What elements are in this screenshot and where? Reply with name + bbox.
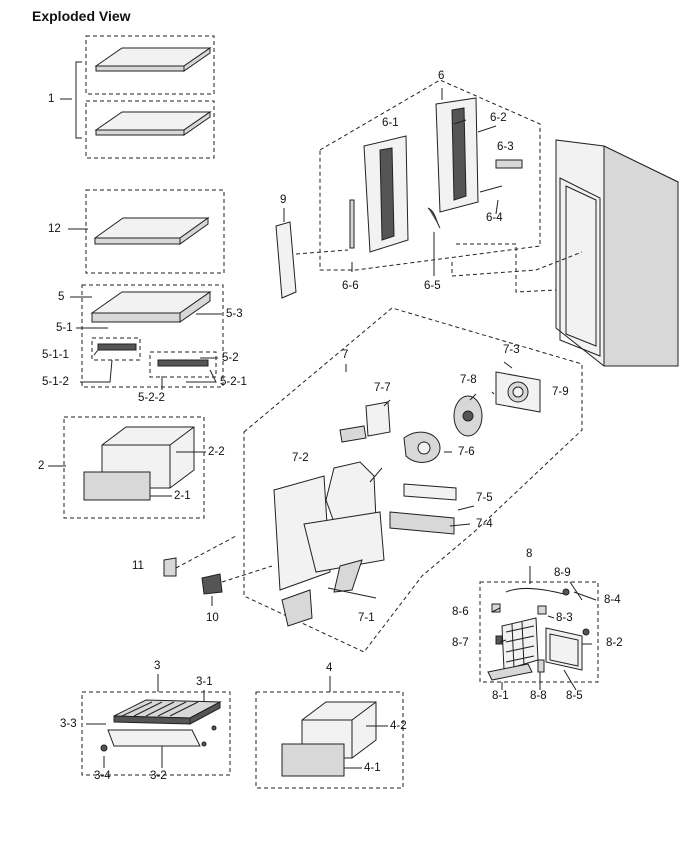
seal-6-6 xyxy=(349,199,355,249)
part-9 xyxy=(275,208,297,299)
label-3: 3 xyxy=(154,660,161,672)
label-5-1-2: 5-1-2 xyxy=(42,376,69,388)
part-group-7 xyxy=(163,307,583,653)
rail-5-2 xyxy=(157,359,209,367)
part-group-3 xyxy=(81,674,231,776)
label-2-2: 2-2 xyxy=(208,446,225,458)
label-10: 10 xyxy=(206,612,219,624)
label-3-4: 3-4 xyxy=(94,770,111,782)
label-5-3: 5-3 xyxy=(226,308,243,320)
part-group-1 xyxy=(60,35,215,159)
heater-7-4 xyxy=(389,511,455,535)
label-7-6: 7-6 xyxy=(458,446,475,458)
label-8-1: 8-1 xyxy=(492,690,509,702)
label-8-5: 8-5 xyxy=(566,690,583,702)
fridge-cabinet xyxy=(451,139,679,367)
part-10 xyxy=(201,573,223,595)
label-2: 2 xyxy=(38,460,45,472)
part-8-8 xyxy=(537,659,545,673)
label-3-2: 3-2 xyxy=(150,770,167,782)
label-8-9: 8-9 xyxy=(554,567,571,579)
label-7-1: 7-1 xyxy=(358,612,375,624)
label-4: 4 xyxy=(326,662,333,674)
label-5-2-1: 5-2-1 xyxy=(220,376,247,388)
evaporator-base-8-1 xyxy=(487,663,533,681)
label-6-3: 6-3 xyxy=(497,141,514,153)
part-group-8 xyxy=(479,566,599,691)
label-8-4: 8-4 xyxy=(604,594,621,606)
part-8-3 xyxy=(537,605,547,615)
part-group-5 xyxy=(70,284,224,390)
rail-5-1 xyxy=(97,343,137,351)
label-7-2: 7-2 xyxy=(292,452,309,464)
label-8-6: 8-6 xyxy=(452,606,469,618)
label-7-8: 7-8 xyxy=(460,374,477,386)
label-8-3: 8-3 xyxy=(556,612,573,624)
label-3-3: 3-3 xyxy=(60,718,77,730)
part-11 xyxy=(163,557,177,577)
part-group-12 xyxy=(68,189,225,274)
label-7-4: 7-4 xyxy=(476,518,493,530)
label-5-2-2: 5-2-2 xyxy=(138,392,165,404)
part-group-4 xyxy=(255,676,404,789)
label-6: 6 xyxy=(438,70,445,82)
part-8-2 xyxy=(582,628,590,636)
label-12: 12 xyxy=(48,223,61,235)
label-8: 8 xyxy=(526,548,533,560)
label-8-7: 8-7 xyxy=(452,637,469,649)
cover-3-2 xyxy=(107,729,201,747)
diagram-title: Exploded View xyxy=(32,8,131,24)
label-3-1: 3-1 xyxy=(196,676,213,688)
label-7-5: 7-5 xyxy=(476,492,493,504)
drawer-front-2-1 xyxy=(83,471,151,501)
label-1: 1 xyxy=(48,93,55,105)
label-5-2: 5-2 xyxy=(222,352,239,364)
label-5-1: 5-1 xyxy=(56,322,73,334)
part-group-6 xyxy=(295,79,541,276)
label-6-6: 6-6 xyxy=(342,280,359,292)
bracket-7-7 xyxy=(365,401,391,437)
part-8-7 xyxy=(495,635,503,645)
part-8-6 xyxy=(491,603,501,613)
label-7: 7 xyxy=(342,349,349,361)
part-group-2 xyxy=(48,416,206,519)
label-6-5: 6-5 xyxy=(424,280,441,292)
label-5: 5 xyxy=(58,291,65,303)
label-4-2: 4-2 xyxy=(390,720,407,732)
strip-6-3 xyxy=(495,159,523,169)
label-7-7: 7-7 xyxy=(374,382,391,394)
label-9: 9 xyxy=(280,194,287,206)
label-6-2: 6-2 xyxy=(490,112,507,124)
label-6-1: 6-1 xyxy=(382,117,399,129)
label-5-1-1: 5-1-1 xyxy=(42,349,69,361)
label-11: 11 xyxy=(132,560,144,572)
label-7-3: 7-3 xyxy=(503,344,520,356)
panel-7-5 xyxy=(403,483,457,501)
drawer-front-4-1 xyxy=(281,743,345,777)
part-3-4 xyxy=(100,744,108,752)
label-6-4: 6-4 xyxy=(486,212,503,224)
label-7-9: 7-9 xyxy=(552,386,569,398)
label-8-2: 8-2 xyxy=(606,637,623,649)
label-8-8: 8-8 xyxy=(530,690,547,702)
label-4-1: 4-1 xyxy=(364,762,381,774)
label-2-1: 2-1 xyxy=(174,490,191,502)
